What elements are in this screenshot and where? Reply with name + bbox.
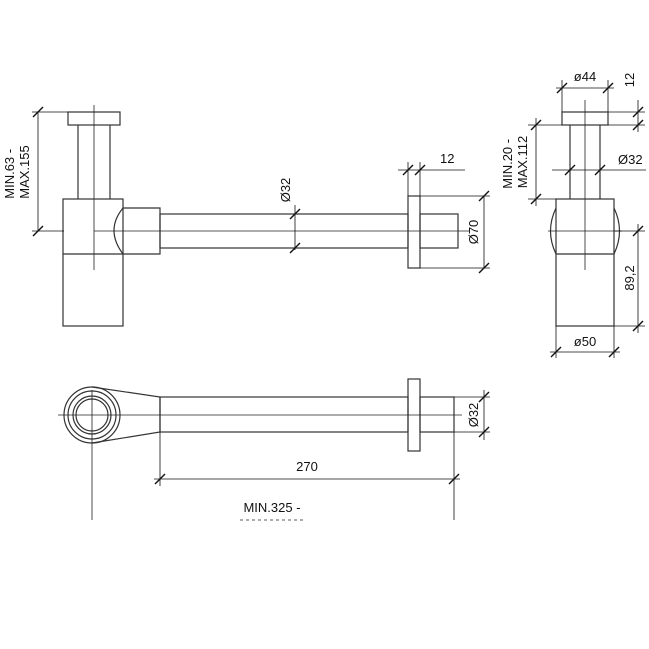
end-height-min: MIN.20 - [500, 139, 515, 189]
end-view: ø44 12 MIN.20 - MAX.112 Ø32 89,2 [500, 69, 646, 358]
side-view: MIN.63 - MAX.155 Ø32 12 Ø70 [2, 105, 490, 327]
end-body [555, 198, 615, 327]
top-view: Ø32 270 MIN.325 - [58, 378, 490, 521]
top-pipe [159, 396, 409, 433]
side-height-min: MIN.63 - [2, 149, 17, 199]
top-pipe-diameter: Ø32 [466, 403, 481, 428]
end-body-diameter: ø50 [574, 334, 596, 349]
svg-text:MIN.63 - MAX.155: MIN.63 - MAX.155 [2, 145, 32, 198]
end-cap-thickness: 12 [622, 73, 637, 87]
side-flange [407, 195, 421, 269]
end-cap-diameter: ø44 [574, 69, 596, 84]
end-height-max: MAX.112 [515, 136, 530, 189]
side-flange-diameter: Ø70 [466, 220, 481, 245]
end-stem-diameter: Ø32 [618, 152, 643, 167]
side-body [62, 198, 124, 327]
svg-text:MIN.20 - MAX.112: MIN.20 - MAX.112 [500, 135, 530, 188]
side-flange-thickness: 12 [440, 151, 454, 166]
side-height-max: MAX.155 [17, 145, 32, 198]
end-body-height: 89,2 [622, 265, 637, 290]
top-pipe-length: 270 [296, 459, 318, 474]
side-pipe-diameter: Ø32 [278, 178, 293, 203]
top-total-length: MIN.325 - [243, 500, 300, 515]
